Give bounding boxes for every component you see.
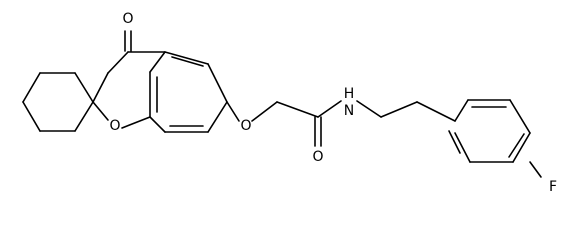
bond xyxy=(149,51,166,73)
bond xyxy=(454,132,471,163)
bond xyxy=(356,100,382,118)
bond xyxy=(226,101,240,122)
bond xyxy=(454,99,469,122)
ether-oxygen-label: O xyxy=(240,118,251,134)
chromanone-ring xyxy=(92,30,166,129)
molecule-structure: O O O O N H F xyxy=(22,11,557,195)
bond xyxy=(207,101,228,133)
bond xyxy=(509,99,531,134)
bond xyxy=(149,116,166,133)
bond xyxy=(74,72,94,103)
amide-oxygen-label: O xyxy=(312,149,323,165)
bond xyxy=(276,101,319,118)
bond xyxy=(448,130,461,154)
structure-canvas: O O O O N H F xyxy=(22,11,557,195)
bond xyxy=(508,133,525,158)
bond xyxy=(380,101,418,118)
oxyacetamide-linker xyxy=(226,100,456,147)
amide-nitrogen-label: N xyxy=(344,103,354,119)
bond xyxy=(92,101,109,121)
bond xyxy=(74,101,94,132)
atom-labels: O O O O N H F xyxy=(109,11,557,195)
bond xyxy=(22,72,41,103)
bond xyxy=(171,56,204,67)
bond xyxy=(107,51,129,74)
cyclohexane-ring xyxy=(22,72,94,132)
bond xyxy=(512,132,531,163)
amide-hydrogen-label: H xyxy=(344,86,355,102)
bond xyxy=(529,161,542,178)
bond xyxy=(416,101,456,122)
ketone-oxygen-label: O xyxy=(122,11,133,27)
fluorophenyl-ring xyxy=(448,99,542,178)
fluorine-label: F xyxy=(549,179,557,195)
bond xyxy=(22,101,41,132)
bond xyxy=(164,51,209,65)
ring-oxygen-label: O xyxy=(109,118,120,134)
bond xyxy=(92,72,109,103)
bond xyxy=(251,101,278,122)
bond xyxy=(207,63,228,103)
fused-benzene-ring xyxy=(149,51,228,133)
bond xyxy=(317,100,342,118)
bond xyxy=(121,116,151,129)
